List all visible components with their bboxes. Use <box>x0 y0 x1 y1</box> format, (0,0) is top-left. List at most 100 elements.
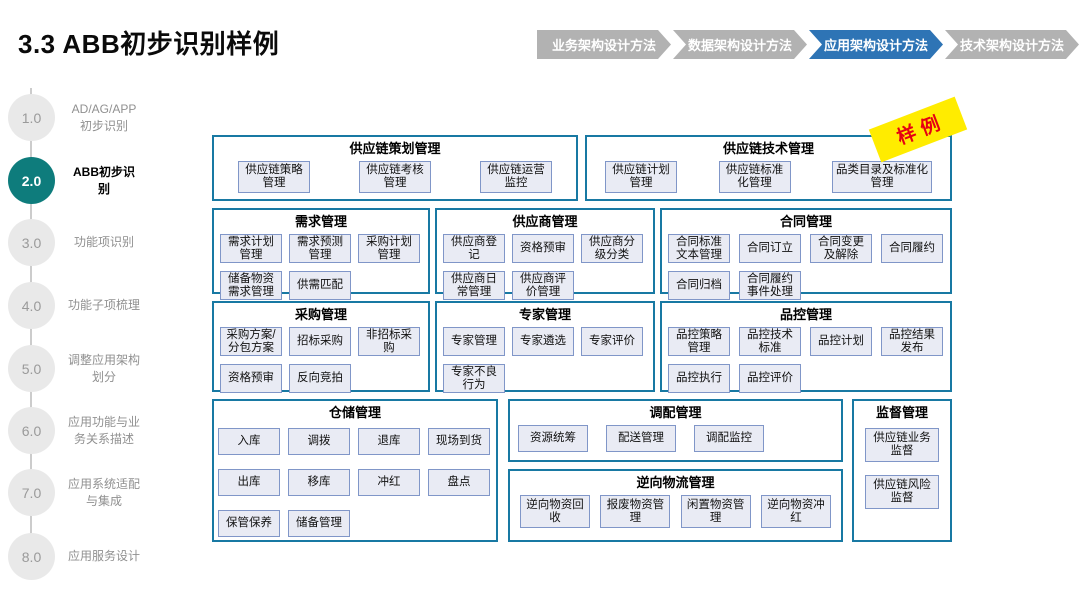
module-box: 逆向物资回收 <box>520 495 590 529</box>
group-items: 逆向物资回收报废物资管理闲置物资管理逆向物资冲红 <box>516 495 835 529</box>
group-items: 需求计划管理需求预测管理采购计划管理储备物资需求管理供需匹配 <box>220 234 422 301</box>
step-label: 应用系统适配与集成 <box>68 476 141 508</box>
module-box: 采购方案/分包方案 <box>220 327 282 357</box>
module-box: 储备物资需求管理 <box>220 271 282 301</box>
module-box: 现场到货 <box>428 428 490 456</box>
group-items: 供应链计划管理供应链标准化管理品类目录及标准化管理 <box>593 161 944 194</box>
module-box: 需求预测管理 <box>289 234 351 264</box>
group-items: 专家管理专家遴选专家评价专家不良行为 <box>443 327 647 394</box>
module-box: 供应商分级分类 <box>581 234 643 264</box>
step-number-circle: 7.0 <box>8 469 55 516</box>
group-title: 逆向物流管理 <box>636 475 715 490</box>
module-box: 品控结果发布 <box>881 327 943 357</box>
group-title: 仓储管理 <box>328 405 381 420</box>
module-box: 反向竞拍 <box>289 364 351 394</box>
module-box: 合同标准文本管理 <box>668 234 730 264</box>
module-box: 合同变更及解除 <box>810 234 872 264</box>
module-box: 供应商日常管理 <box>443 271 505 301</box>
group-supply-chain-technology: 供应链技术管理供应链计划管理供应链标准化管理品类目录及标准化管理 <box>585 135 952 201</box>
process-tab: 技术架构设计方法 <box>945 30 1079 59</box>
module-box: 合同履约事件处理 <box>739 271 801 301</box>
process-tab: 数据架构设计方法 <box>673 30 807 59</box>
group-items: 入库调拨退库现场到货出库移库冲红盘点保管保养储备管理 <box>218 425 492 538</box>
module-box: 供应链计划管理 <box>605 161 677 194</box>
module-box: 专家管理 <box>443 327 505 357</box>
module-box: 供应商评价管理 <box>512 271 574 301</box>
module-box: 退库 <box>358 428 420 456</box>
module-box: 资源统筹 <box>518 425 588 453</box>
group-allocation-management: 调配管理资源统筹配送管理调配监控 <box>508 399 843 462</box>
module-box: 非招标采购 <box>358 327 420 357</box>
group-items: 供应链策略管理供应链考核管理供应链运营监控 <box>220 161 570 194</box>
group-warehouse-management: 仓储管理入库调拨退库现场到货出库移库冲红盘点保管保养储备管理 <box>212 399 498 542</box>
group-items: 合同标准文本管理合同订立合同变更及解除合同履约合同归档合同履约事件处理 <box>668 234 944 301</box>
module-box: 品控执行 <box>668 364 730 394</box>
module-box: 移库 <box>288 469 350 497</box>
group-items: 供应商登记资格预审供应商分级分类供应商日常管理供应商评价管理 <box>443 234 647 301</box>
group-title: 供应商管理 <box>512 214 578 229</box>
group-title: 专家管理 <box>518 307 571 322</box>
module-box: 品控技术标准 <box>739 327 801 357</box>
module-box: 保管保养 <box>218 510 280 538</box>
step-number-circle: 5.0 <box>8 345 55 392</box>
group-quality-control: 品控管理品控策略管理品控技术标准品控计划品控结果发布品控执行品控评价 <box>660 301 952 394</box>
step-number-circle: 3.0 <box>8 219 55 266</box>
group-items: 采购方案/分包方案招标采购非招标采购资格预审反向竞拍 <box>220 327 422 394</box>
group-title: 品控管理 <box>779 307 832 322</box>
module-box: 品控策略管理 <box>668 327 730 357</box>
module-box: 专家评价 <box>581 327 643 357</box>
module-box: 合同履约 <box>881 234 943 264</box>
module-box: 品控计划 <box>810 327 872 357</box>
process-tab: 应用架构设计方法 <box>809 30 943 59</box>
group-contract-management: 合同管理合同标准文本管理合同订立合同变更及解除合同履约合同归档合同履约事件处理 <box>660 208 952 301</box>
group-title: 调配管理 <box>649 405 702 420</box>
group-items: 资源统筹配送管理调配监控 <box>516 425 835 453</box>
step-label: 功能子项梳理 <box>68 298 141 313</box>
module-box: 报废物资管理 <box>600 495 671 529</box>
step-number-circle: 1.0 <box>8 94 55 141</box>
module-box: 供应商登记 <box>443 234 505 264</box>
group-title: 需求管理 <box>294 214 347 229</box>
group-title: 采购管理 <box>294 307 347 322</box>
module-box: 品控评价 <box>739 364 801 394</box>
group-supply-chain-planning: 供应链策划管理供应链策略管理供应链考核管理供应链运营监控 <box>212 135 578 201</box>
module-box: 冲红 <box>358 469 420 497</box>
page-title: 3.3 ABB初步识别样例 <box>18 29 280 59</box>
step-label: 应用功能与业务关系描述 <box>68 414 141 446</box>
group-reverse-logistics: 逆向物流管理逆向物资回收报废物资管理闲置物资管理逆向物资冲红 <box>508 469 843 542</box>
group-title: 监督管理 <box>875 405 928 420</box>
step-label: AD/AG/APP初步识别 <box>71 101 137 133</box>
step-label: 功能项识别 <box>73 235 134 250</box>
sidebar-step: 7.0 应用系统适配与集成 <box>8 469 140 516</box>
sidebar-step: 3.0 功能项识别 <box>8 219 140 266</box>
module-box: 合同归档 <box>668 271 730 301</box>
module-box: 供应链考核管理 <box>359 161 431 194</box>
step-label: 应用服务设计 <box>68 549 141 564</box>
process-tabs: 业务架构设计方法数据架构设计方法应用架构设计方法技术架构设计方法 <box>537 30 1079 59</box>
module-box: 供应链风险监督 <box>865 475 939 510</box>
step-number-circle: 4.0 <box>8 282 55 329</box>
group-title: 合同管理 <box>779 214 832 229</box>
group-items: 供应链业务监督供应链风险监督 <box>860 425 944 510</box>
group-procurement-management: 采购管理采购方案/分包方案招标采购非招标采购资格预审反向竞拍 <box>212 301 430 394</box>
step-number-circle: 8.0 <box>8 533 55 580</box>
step-label: ABB初步识别 <box>73 164 135 196</box>
module-box: 调配监控 <box>694 425 764 453</box>
module-box: 供应链业务监督 <box>865 428 939 463</box>
module-box: 专家不良行为 <box>443 364 505 394</box>
module-box: 调拨 <box>288 428 350 456</box>
module-box: 逆向物资冲红 <box>760 495 831 529</box>
step-number-circle: 2.0 <box>8 157 55 204</box>
group-title: 供应链策划管理 <box>349 141 441 156</box>
module-box: 招标采购 <box>289 327 351 357</box>
module-box: 需求计划管理 <box>220 234 282 264</box>
module-box: 资格预审 <box>220 364 282 394</box>
group-expert-management: 专家管理专家管理专家遴选专家评价专家不良行为 <box>435 301 655 394</box>
module-box: 合同订立 <box>739 234 801 264</box>
module-box: 供应链运营监控 <box>480 161 552 194</box>
sidebar-step: 8.0 应用服务设计 <box>8 533 140 580</box>
group-items: 品控策略管理品控技术标准品控计划品控结果发布品控执行品控评价 <box>668 327 944 394</box>
module-box: 出库 <box>218 469 280 497</box>
sidebar-step: 1.0 AD/AG/APP初步识别 <box>8 94 140 141</box>
module-box: 品类目录及标准化管理 <box>832 161 932 194</box>
